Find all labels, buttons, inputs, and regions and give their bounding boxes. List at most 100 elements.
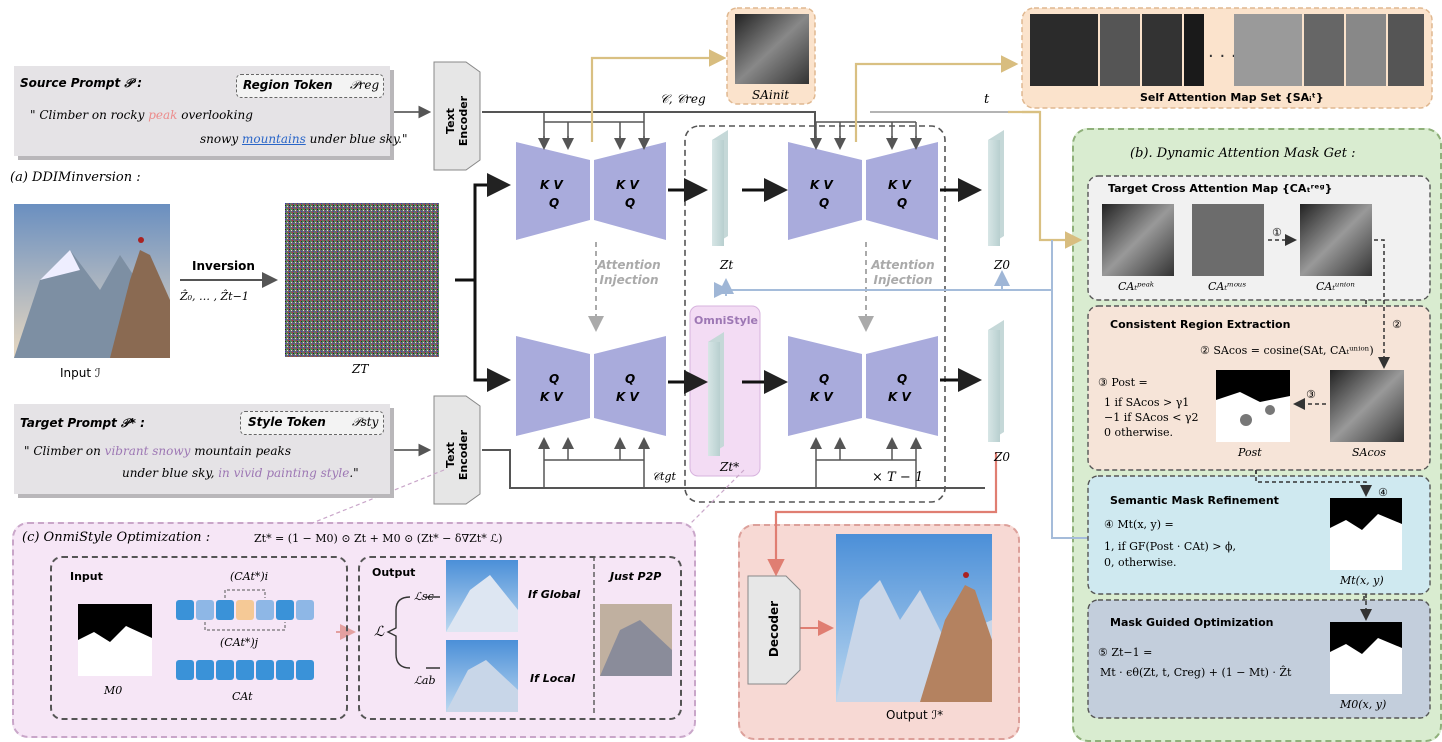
pos-equation-head: ③ Post =: [1098, 376, 1148, 389]
target-prompt-line1: " Climber on vibrant snowy mountain peak…: [24, 444, 291, 458]
inversion-label: Inversion: [192, 259, 255, 273]
ca-peak-label: CAₜᵖᵉᵃᵏ: [1118, 280, 1154, 293]
unet-bot2b-q: Q: [897, 372, 908, 386]
input-image-label: Input ℐ: [60, 366, 101, 380]
ddim-inversion-title: (a) DDIMinversion :: [10, 170, 141, 185]
target-cross-attention-title: Target Cross Attention Map {CAₜʳᵉᵍ}: [1108, 182, 1333, 195]
unet-bottom-2: [788, 336, 938, 436]
m0-input-mask: [78, 604, 152, 676]
c-tgt-label: 𝒞tgt: [652, 470, 676, 483]
text-encoder-top-shape: [433, 61, 481, 171]
just-p2p-label: Just P2P: [610, 570, 662, 583]
target-highlight-vibrant: vibrant snowy: [104, 444, 191, 458]
text-encoder-bottom-shape: [433, 395, 481, 505]
mt-label: Mt(x, y): [1340, 574, 1384, 587]
sa-init-image: [735, 14, 809, 84]
mt-case-2: 0, otherwise.: [1104, 556, 1177, 569]
target-text-2a: under blue sky,: [122, 466, 219, 480]
unet-bot1b-q: Q: [625, 372, 636, 386]
target-highlight-style: in vivid painting style: [218, 466, 350, 480]
style-token-symbol: 𝒫sty: [352, 415, 379, 429]
unet-bot1b-kv: K V: [616, 390, 639, 404]
local-output-thumb: [446, 640, 518, 712]
sa-cos-label: SAcos: [1352, 446, 1386, 459]
panel-c-formula: Zt* = (1 − M0) ⊙ Zt + M0 ⊙ (Zt* − δ∇Zt* …: [254, 532, 503, 545]
panel-c-input-box: [50, 556, 348, 720]
decoder-label: Decoder: [767, 600, 781, 658]
attention-injection-right: Attention Injection: [871, 258, 935, 287]
zT-label: ZT: [352, 362, 369, 376]
unet-top1b-q: Q: [625, 196, 636, 210]
ca-i-label: (CAt*)i: [230, 570, 269, 583]
if-local-label: If Local: [530, 672, 575, 685]
z0-slab-top: [988, 130, 1004, 246]
unet-top2b-q: Q: [897, 196, 908, 210]
source-text-2a: snowy: [200, 132, 242, 146]
sa-set-label: Self Attention Map Set {SAᵢᵗ}: [1140, 91, 1324, 104]
output-label: Output ℐ*: [886, 708, 944, 722]
unet-bot1-kv: K V: [540, 390, 563, 404]
unet-top1-kv: K V: [540, 178, 563, 192]
zt-label: Zt: [720, 258, 734, 272]
decoder-shape: [747, 575, 801, 685]
pos-t-label: Post: [1238, 446, 1262, 459]
zt-star-slab: [708, 332, 724, 456]
attention-injection-left: Attention Injection: [597, 258, 661, 287]
source-prompt-line2: snowy mountains under blue sky.": [200, 132, 407, 146]
region-token-label: Region Token: [243, 78, 333, 92]
step3-marker: ③: [1306, 388, 1316, 401]
input-image: [14, 204, 170, 358]
step4-marker: ④: [1378, 486, 1388, 499]
unet-bot2b-kv: K V: [888, 390, 911, 404]
semantic-mask-title: Semantic Mask Refinement: [1110, 494, 1279, 507]
unet-top2-kv: K V: [810, 178, 833, 192]
unet-top-2: [788, 142, 938, 240]
consistent-region-title: Consistent Region Extraction: [1110, 318, 1291, 331]
source-text-1b: overlooking: [177, 108, 253, 122]
svg-text:· · ·: · · ·: [1208, 46, 1237, 67]
pos-case-2: −1 if SAcos < γ2: [1104, 411, 1199, 424]
target-text-1b: mountain peaks: [190, 444, 291, 458]
ca-tokens: [176, 589, 314, 680]
sa-set-images: · · ·: [1030, 14, 1424, 86]
if-global-label: If Global: [528, 588, 581, 601]
ca-mous-label: CAₜᵐᵒᵘˢ: [1208, 280, 1247, 293]
sa-cos-equation: ② SAcos = cosine(SAt, CAₜᵘⁿⁱᵒⁿ): [1200, 344, 1374, 357]
p2p-output-thumb: [600, 604, 672, 676]
style-token-chip: [240, 411, 384, 435]
panel-c-title: (c) OnmiStyle Optimization :: [22, 530, 211, 545]
loss-L-label: ℒ: [374, 624, 385, 640]
ca-t-label: CAt: [232, 690, 253, 703]
m0-label: M0(x, y): [1340, 698, 1387, 711]
source-text-1: " Climber on rocky: [30, 108, 149, 122]
unet-top2b-kv: K V: [888, 178, 911, 192]
panel-c-output-box: [358, 556, 682, 720]
zt-slab: [712, 130, 728, 246]
source-prompt-line1: " Climber on rocky peak overlooking: [30, 108, 253, 122]
source-prompt-label: Source Prompt 𝒫 :: [20, 76, 143, 90]
loss-ab-label: ℒab: [414, 674, 436, 687]
unet-top1b-kv: K V: [616, 178, 639, 192]
noise-zt-image: [285, 203, 439, 357]
pos-case-1: 1 if SAcos > γ1: [1104, 396, 1190, 409]
unet-top-1: [516, 142, 666, 240]
panel-c-output-label: Output: [372, 566, 416, 579]
target-prompt-line2: under blue sky, in vivid painting style.…: [122, 466, 359, 480]
z0-slab-bottom: [988, 320, 1004, 442]
zt1-equation-body: Mt · ϵθ(Zt, t, Creg) + (1 − Mt) · Ẑt: [1100, 666, 1292, 679]
global-output-thumb: [446, 560, 518, 632]
text-encoder-top-label: Text Encoder: [444, 95, 470, 147]
source-text-2b: under blue sky.": [305, 132, 408, 146]
panel-c-input-label: Input: [70, 570, 103, 583]
sa-init-label: SAinit: [752, 88, 790, 102]
target-prompt-label: Target Prompt 𝒫* :: [20, 416, 145, 430]
t-label: t: [984, 92, 990, 107]
z0-bottom-label: Z0: [994, 450, 1010, 464]
zt-star-label: Zt*: [720, 460, 740, 474]
source-highlight-mountains: mountains: [241, 132, 306, 146]
step1-marker: ①: [1272, 226, 1282, 239]
text-encoder-bottom-label: Text Encoder: [444, 429, 470, 481]
mt-equation-head: ④ Mt(x, y) =: [1104, 518, 1174, 531]
panel-b-title: (b). Dynamic Attention Mask Get :: [1130, 146, 1356, 161]
